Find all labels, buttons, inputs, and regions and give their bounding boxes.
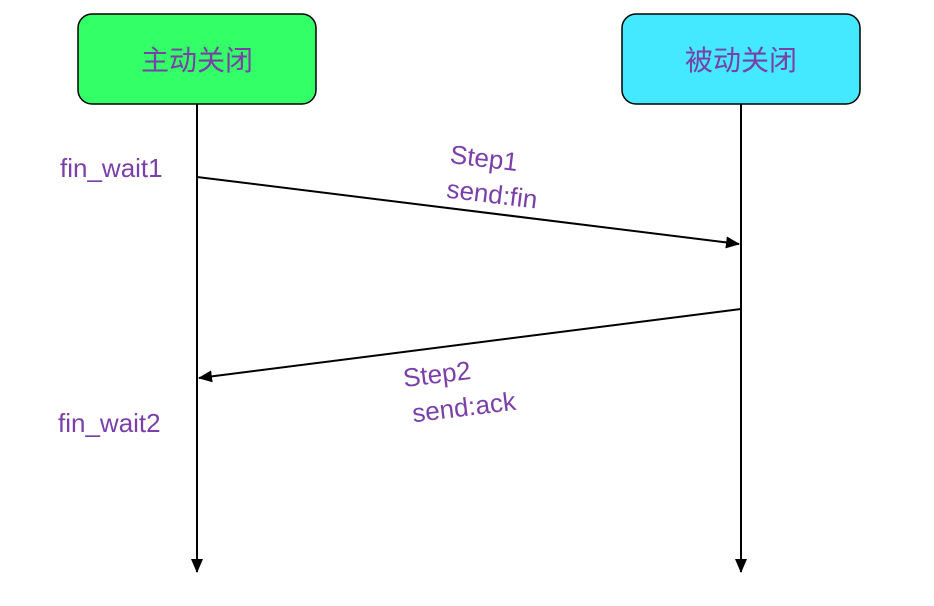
fin-message-arrow bbox=[196, 176, 740, 249]
state-fin-wait2: fin_wait2 bbox=[58, 408, 161, 438]
step1-send-fin-label: send:fin bbox=[445, 174, 539, 215]
step1-label: Step1 bbox=[449, 139, 520, 177]
passive-close-label: 被动关闭 bbox=[685, 44, 797, 77]
state-fin-wait1: fin_wait1 bbox=[60, 153, 163, 183]
active-close-label: 主动关闭 bbox=[141, 44, 253, 77]
step2-label: Step2 bbox=[401, 355, 472, 393]
step2-send-ack-label: send:ack bbox=[410, 386, 518, 429]
ack-message-arrow bbox=[198, 308, 742, 383]
